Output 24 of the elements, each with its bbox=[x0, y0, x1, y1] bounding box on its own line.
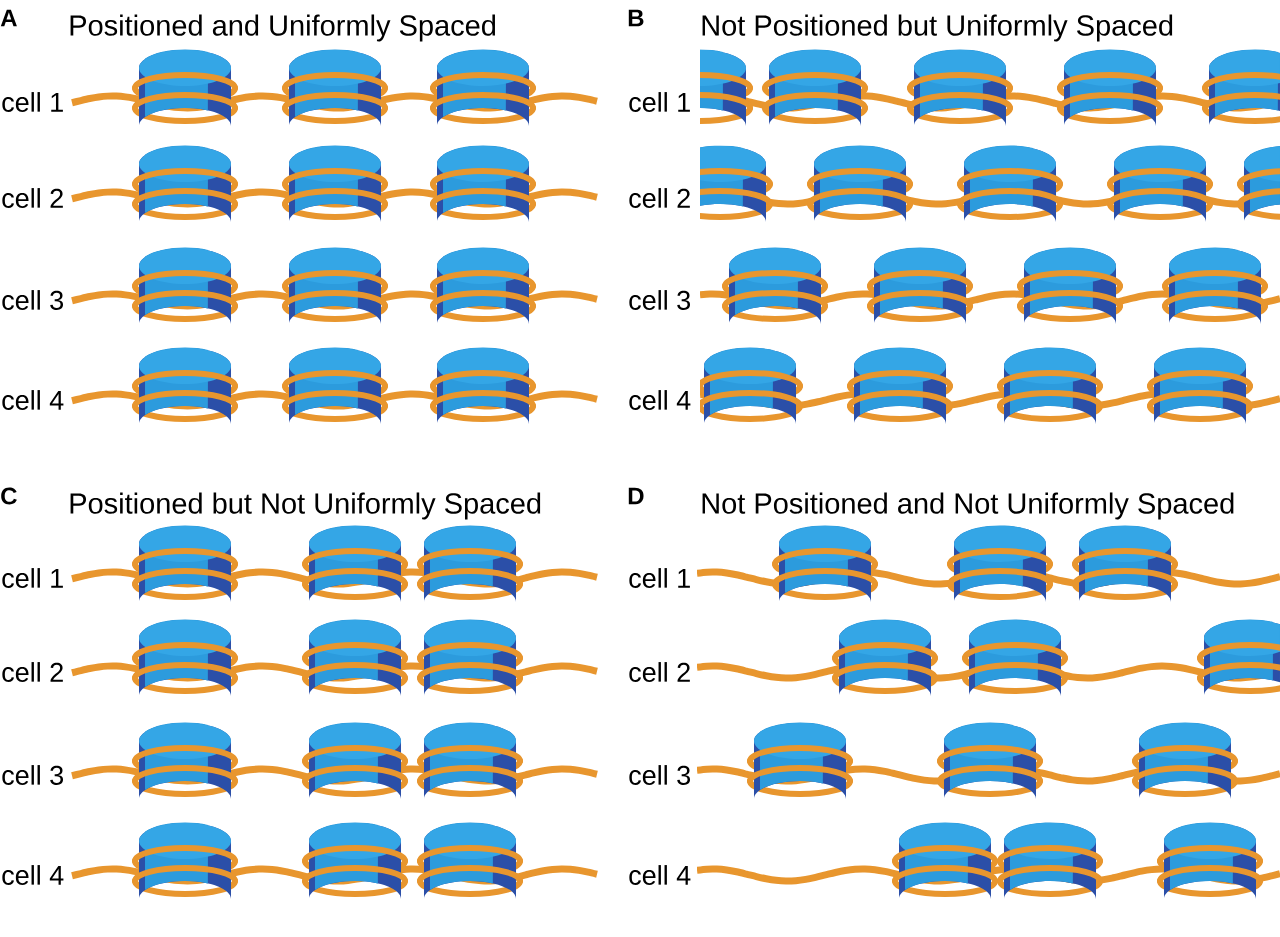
panel-letter: D bbox=[628, 487, 644, 505]
panel-title: Positioned but Not Uniformly Spaced bbox=[70, 492, 541, 520]
panel-letter: C bbox=[1, 487, 17, 505]
cell-label: cell 4 bbox=[627, 864, 693, 886]
cell-label: cell 4 bbox=[627, 389, 693, 411]
cell-label: cell 2 bbox=[627, 661, 693, 683]
cell-label: cell 1 bbox=[627, 567, 693, 589]
cell-label: cell 1 bbox=[0, 567, 66, 589]
panel-title: Positioned and Uniformly Spaced bbox=[70, 14, 496, 42]
cell-label: cell 3 bbox=[627, 764, 693, 786]
panel-title: Not Positioned and Not Uniformly Spaced bbox=[702, 492, 1234, 520]
cell-label: cell 2 bbox=[627, 187, 693, 209]
cell-label: cell 1 bbox=[627, 91, 693, 113]
cell-label: cell 2 bbox=[0, 661, 66, 683]
panel-letter: B bbox=[628, 9, 644, 27]
cell-label: cell 1 bbox=[0, 91, 66, 113]
cell-label: cell 3 bbox=[627, 289, 693, 311]
panel-title: Not Positioned but Uniformly Spaced bbox=[702, 14, 1173, 42]
cell-label: cell 4 bbox=[0, 389, 66, 411]
cell-label: cell 4 bbox=[0, 864, 66, 886]
cell-label: cell 2 bbox=[0, 187, 66, 209]
panel-letter: A bbox=[0, 9, 17, 27]
cell-label: cell 3 bbox=[0, 764, 66, 786]
cell-label: cell 3 bbox=[0, 289, 66, 311]
